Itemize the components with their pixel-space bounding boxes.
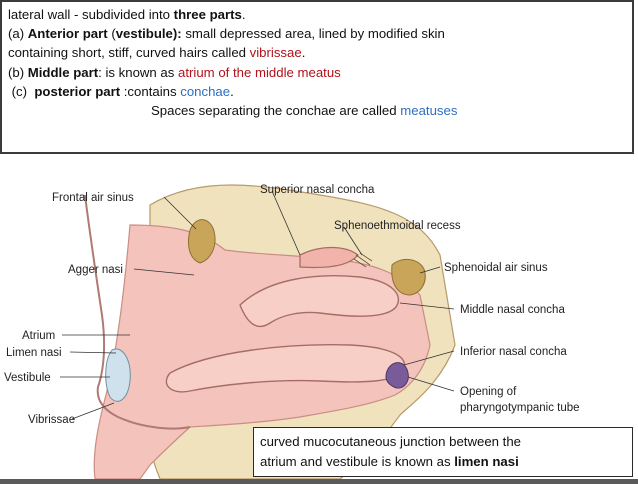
text-span: Spaces separating the conchae are called [151,103,401,119]
callout-text: atrium and vestibule is known as [260,453,455,469]
nasal-cavity-illustration: Frontal air sinus Superior nasal concha … [4,184,580,480]
text-span-bold: three parts [173,7,242,22]
text-span: . [301,45,306,61]
text-span: . [230,83,234,99]
text-span-red: atrium of the middle meatus [178,64,341,80]
text-line-3: containing short, stiff, curved hairs ca… [8,43,626,62]
text-span: small depressed area, lined by modified … [181,26,445,42]
superior-concha [299,246,359,269]
text-span-bold: vestibule): [115,26,182,42]
text-span: lateral wall - subdivided into [8,7,174,22]
text-span: (c) [8,83,35,99]
vestibule-area [105,348,131,402]
label-vestibule: Vestibule [4,372,51,384]
text-line-6: Spaces separating the conchae are called… [8,101,626,120]
text-span: :contains [120,83,181,99]
text-span: . [241,7,246,22]
callout-text-bold: limen nasi [454,453,519,469]
text-span: (b) [8,64,28,80]
text-span-red: vibrissae [249,45,302,61]
text-line-4: (b) Middle part: is known as atrium of t… [8,63,626,82]
frontal-sinus [187,219,216,264]
label-sphenoidal-air-sinus: Sphenoidal air sinus [444,262,548,274]
text-line-5: (c) posterior part :contains conchae. [8,82,626,101]
label-superior-nasal-concha: Superior nasal concha [260,184,375,196]
leader-lines [60,190,455,420]
text-span: containing short, stiff, curved hairs ca… [8,45,250,61]
label-middle-nasal-concha: Middle nasal concha [460,304,565,316]
middle-concha [239,275,400,328]
text-line-1: lateral wall - subdivided into three par… [8,5,626,24]
nasal-wall-diagram: Frontal air sinus Superior nasal concha … [0,155,638,480]
text-span: : is known as [98,64,179,80]
text-span: (a) [8,26,28,42]
text-span-bold: Anterior part [27,26,108,42]
nose-profile [84,194,191,430]
text-span-blue: conchae [180,83,231,99]
description-textbox: lateral wall - subdivided into three par… [0,0,634,154]
label-opening-line2: pharyngotympanic tube [460,402,580,414]
text-span-blue: meatuses [400,103,458,119]
pharyngotympanic-opening [385,362,409,389]
sphenoidal-sinus [391,259,426,296]
label-vibrissae: Vibrissae [28,414,75,426]
label-frontal-air-sinus: Frontal air sinus [52,192,134,204]
text-span: ( [107,26,116,42]
label-limen-nasi: Limen nasi [6,347,62,359]
label-agger-nasi: Agger nasi [68,264,123,276]
label-sphenoethmoidal-recess: Sphenoethmoidal recess [334,220,461,232]
label-opening-line1: Opening of [460,386,517,398]
text-line-2: (a) Anterior part (vestibule): small dep… [8,24,626,43]
label-inferior-nasal-concha: Inferior nasal concha [460,346,567,358]
limen-nasi-callout: curved mucocutaneous junction between th… [253,427,633,477]
text-span-bold: posterior part [34,83,121,99]
text-span-bold: Middle part [27,64,99,80]
callout-line-2: atrium and vestibule is known as limen n… [260,452,626,472]
label-atrium: Atrium [22,330,55,342]
callout-line-1: curved mucocutaneous junction between th… [260,434,521,449]
